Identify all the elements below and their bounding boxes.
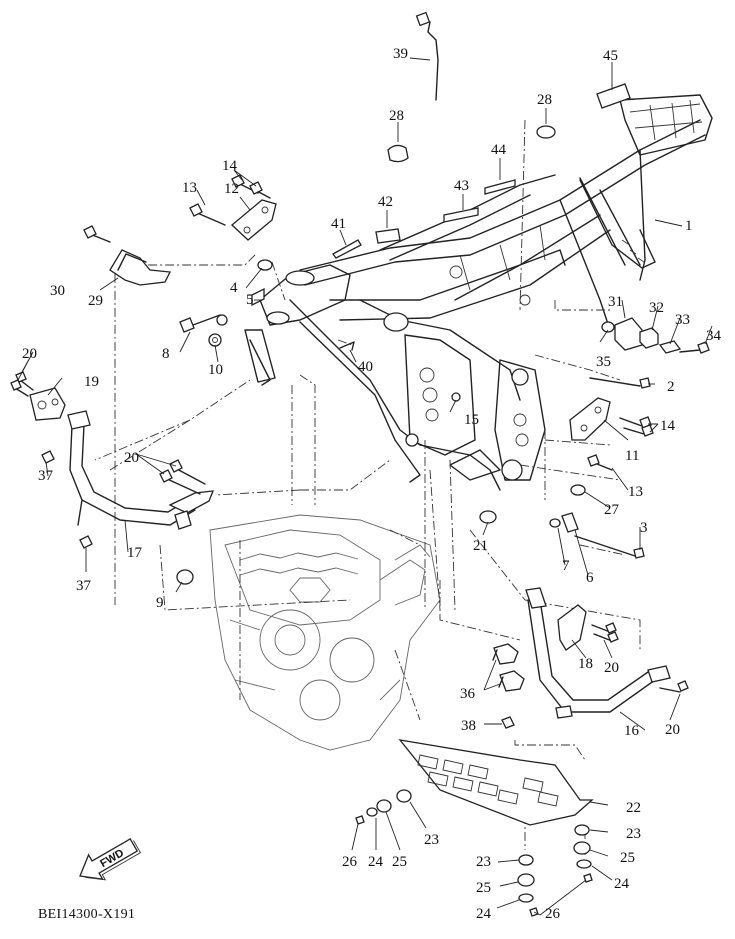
callout-8: 8 bbox=[162, 346, 170, 362]
callout-15: 15 bbox=[464, 412, 479, 428]
callout-35: 35 bbox=[596, 354, 611, 370]
callout-5: 5 bbox=[246, 292, 254, 308]
small-parts bbox=[10, 11, 710, 917]
callout-28-right: 28 bbox=[537, 92, 552, 108]
callout-14-left: 14 bbox=[222, 158, 238, 174]
callout-11: 11 bbox=[625, 448, 639, 464]
callout-14-right: 14 bbox=[660, 418, 676, 434]
callout-6: 6 bbox=[586, 570, 594, 586]
callout-3: 3 bbox=[640, 520, 648, 536]
callout-16: 16 bbox=[624, 723, 640, 739]
callout-18: 18 bbox=[578, 656, 593, 672]
callout-42: 42 bbox=[378, 194, 393, 210]
callout-17: 17 bbox=[127, 545, 143, 561]
callout-25-right: 25 bbox=[620, 850, 635, 866]
engine-outline bbox=[209, 514, 441, 751]
callout-24-left: 24 bbox=[368, 854, 384, 870]
callout-36: 36 bbox=[460, 686, 476, 702]
callout-19: 19 bbox=[84, 374, 99, 390]
callout-41: 41 bbox=[331, 216, 346, 232]
callout-numbers: 39 45 28 28 44 43 42 41 14 13 12 1 30 29… bbox=[22, 46, 722, 922]
callout-27: 27 bbox=[604, 502, 620, 518]
callout-44: 44 bbox=[491, 142, 507, 158]
callout-34: 34 bbox=[706, 328, 722, 344]
diagram-code: BEI14300-X191 bbox=[38, 907, 135, 922]
leader-lines bbox=[17, 57, 713, 916]
callout-9: 9 bbox=[156, 595, 164, 611]
callout-40: 40 bbox=[358, 359, 373, 375]
callout-23-center: 23 bbox=[476, 854, 491, 870]
callout-23-right: 23 bbox=[626, 826, 641, 842]
callout-1: 1 bbox=[685, 218, 693, 234]
callout-7: 7 bbox=[562, 558, 570, 574]
callout-22: 22 bbox=[626, 800, 641, 816]
callout-20-right-upper: 20 bbox=[604, 660, 619, 676]
callout-21: 21 bbox=[473, 538, 488, 554]
main-frame bbox=[244, 94, 713, 491]
callout-32: 32 bbox=[649, 300, 664, 316]
callout-45: 45 bbox=[603, 48, 618, 64]
assembly-lines bbox=[94, 119, 641, 855]
callout-38: 38 bbox=[461, 718, 476, 734]
callout-39: 39 bbox=[393, 46, 408, 62]
callout-13-right: 13 bbox=[628, 484, 643, 500]
fwd-arrow: FWD bbox=[79, 838, 142, 881]
callout-31: 31 bbox=[608, 294, 623, 310]
callout-20-left: 20 bbox=[22, 346, 37, 362]
callout-29: 29 bbox=[88, 293, 103, 309]
callout-37-lower: 37 bbox=[76, 578, 92, 594]
callout-20-right-lower: 20 bbox=[665, 722, 680, 738]
callout-12: 12 bbox=[224, 181, 239, 197]
callout-23-left: 23 bbox=[424, 832, 439, 848]
callout-4: 4 bbox=[230, 280, 238, 296]
callout-30: 30 bbox=[50, 283, 65, 299]
callout-25-center: 25 bbox=[476, 880, 491, 896]
callout-20-mid: 20 bbox=[124, 450, 139, 466]
callout-2: 2 bbox=[667, 379, 675, 395]
fwd-label: FWD bbox=[98, 847, 126, 870]
callout-24-center: 24 bbox=[476, 906, 492, 922]
callout-43: 43 bbox=[454, 178, 469, 194]
callout-28-left: 28 bbox=[389, 108, 404, 124]
callout-13-left: 13 bbox=[182, 180, 197, 196]
callout-24-right: 24 bbox=[614, 876, 630, 892]
callout-37-upper: 37 bbox=[38, 468, 54, 484]
callout-25-left: 25 bbox=[392, 854, 407, 870]
callout-10: 10 bbox=[208, 362, 223, 378]
callout-33: 33 bbox=[675, 312, 690, 328]
callout-26-right: 26 bbox=[545, 906, 561, 922]
callout-26-left: 26 bbox=[342, 854, 358, 870]
